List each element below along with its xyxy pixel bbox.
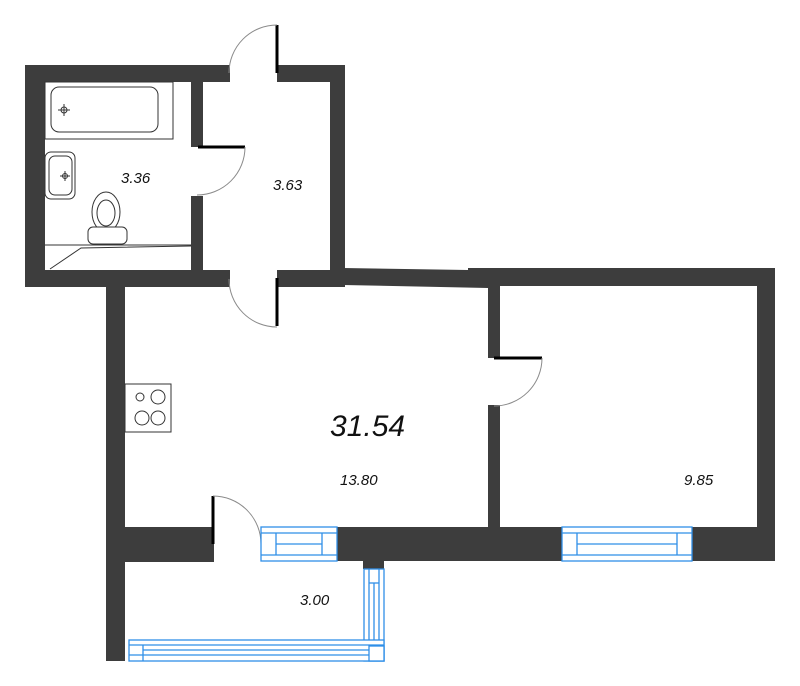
shower-tray: [45, 244, 192, 270]
balcony-glazing-front: [128, 639, 385, 662]
drain-icon: [60, 171, 70, 181]
bedroom-door[interactable]: [493, 356, 543, 407]
balcony-area-label: 3.00: [300, 592, 330, 609]
toilet: [87, 191, 128, 245]
balcony-door[interactable]: [211, 495, 262, 545]
entrance-door[interactable]: [228, 24, 279, 74]
angled-wall: [343, 268, 488, 288]
bathtub: [44, 81, 174, 140]
drain-icon: [58, 104, 70, 116]
kitchen-window: [260, 526, 338, 562]
washbasin: [44, 151, 76, 200]
total-area-label: 31.54: [330, 410, 406, 443]
bathroom-door[interactable]: [196, 145, 246, 196]
kitchen-living-area-label: 13.80: [340, 472, 378, 489]
hallway-area-label: 3.63: [273, 177, 303, 194]
bedroom-window: [561, 526, 693, 562]
stove: [124, 383, 172, 433]
kitchen-walls: [106, 285, 564, 661]
hallway-kitchen-door[interactable]: [228, 278, 279, 328]
bathroom-walls: [25, 65, 230, 287]
hallway-walls: [203, 65, 345, 287]
bedroom-walls: [468, 268, 775, 561]
bedroom-area-label: 9.85: [684, 472, 714, 489]
bathroom-area-label: 3.36: [121, 170, 151, 187]
